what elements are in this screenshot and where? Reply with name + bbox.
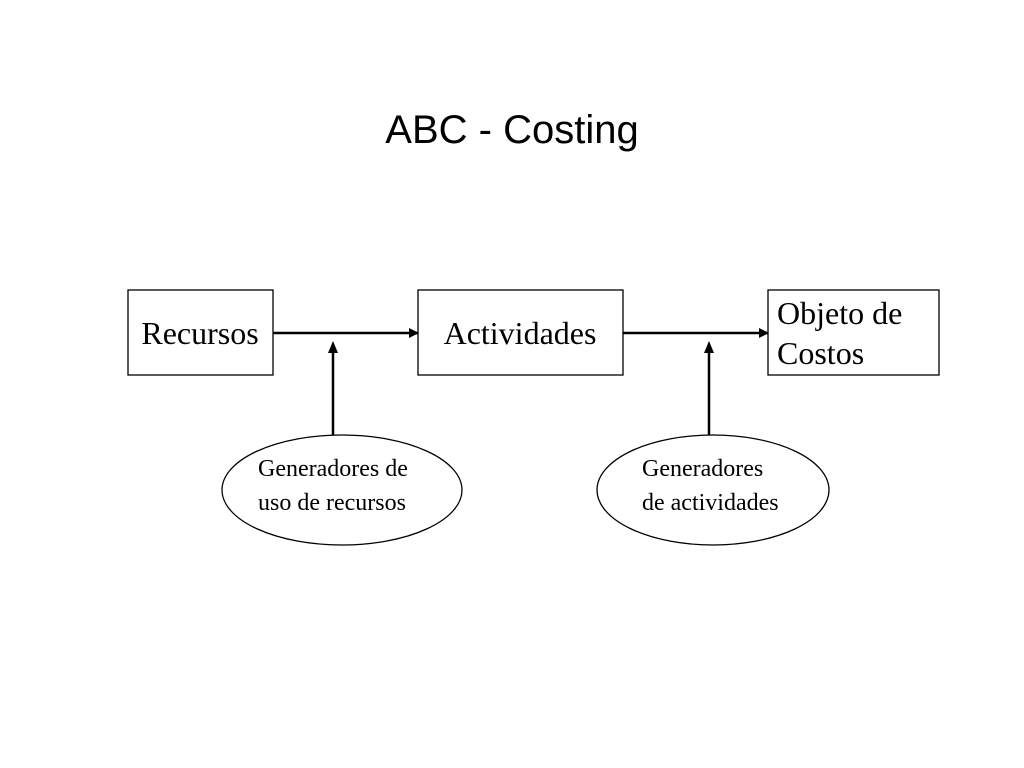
node-objeto-de-costos: Objeto de Costos [767,289,940,376]
node-objeto-label-line1: Objeto de [777,295,902,331]
driver-recursos-line2: uso de recursos [258,490,406,516]
driver-actividades-line2: de actividades [642,490,779,516]
driver-actividades-line1: Generadores [642,456,763,482]
driver-uso-de-recursos: Generadores de uso de recursos [221,434,463,546]
diagram-title: ABC - Costing [385,108,639,152]
arrow-driver-recursos [328,341,338,436]
driver-recursos-line1: Generadores de [258,456,408,482]
node-recursos-label: Recursos [141,315,258,351]
arrow-driver-actividades [704,341,714,436]
node-actividades: Actividades [417,289,624,376]
node-objeto-label-line2: Costos [777,335,864,371]
driver-actividades: Generadores de actividades [596,434,830,546]
node-actividades-label: Actividades [444,315,597,351]
node-recursos: Recursos [127,289,274,376]
